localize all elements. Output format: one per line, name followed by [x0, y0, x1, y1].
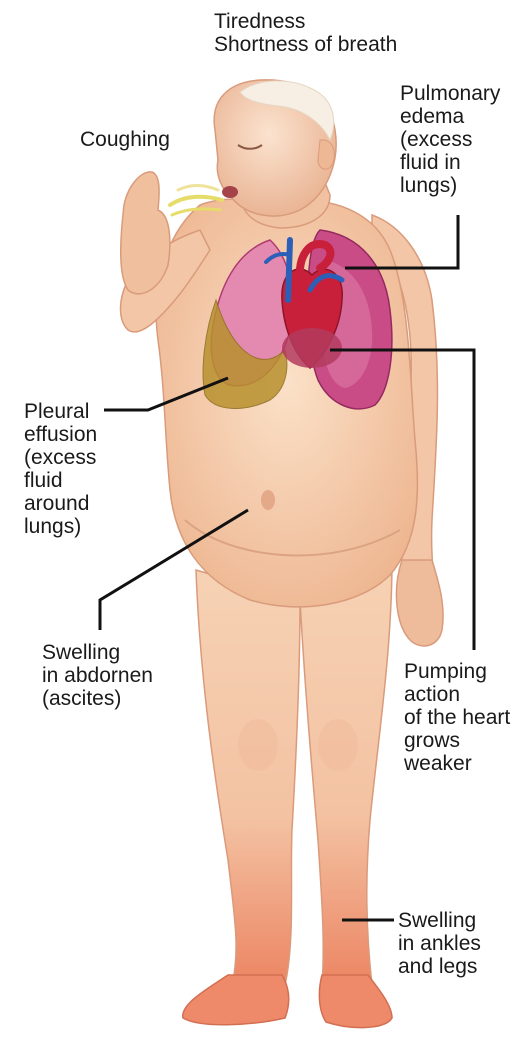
- legs: [183, 560, 392, 1028]
- left-hand: [121, 172, 170, 294]
- cough-puff-icon: [170, 185, 222, 215]
- left-leg: [196, 570, 300, 985]
- left-foot: [183, 975, 289, 1025]
- label-pulmonary-edema: Pulmonary edema (excess fluid in lungs): [400, 82, 500, 197]
- label-coughing: Coughing: [80, 128, 170, 151]
- heart-ventricle: [282, 328, 342, 368]
- label-abdomen-swelling: Swelling in abdornen (ascites): [42, 641, 153, 710]
- label-tiredness: Tiredness Shortness of breath: [214, 10, 397, 56]
- vena-cava: [288, 240, 290, 300]
- label-pumping-action: Pumping action of the heart grows weaker: [404, 660, 510, 775]
- right-foot: [319, 975, 392, 1028]
- left-knee: [238, 719, 278, 771]
- open-mouth: [222, 186, 238, 198]
- right-knee: [318, 719, 358, 771]
- head: [214, 80, 336, 216]
- right-hand: [396, 560, 443, 646]
- navel: [261, 490, 275, 510]
- label-pleural-effusion: Pleural effusion (excess fluid around lu…: [24, 400, 97, 538]
- label-ankle-swelling: Swelling in ankles and legs: [398, 909, 481, 978]
